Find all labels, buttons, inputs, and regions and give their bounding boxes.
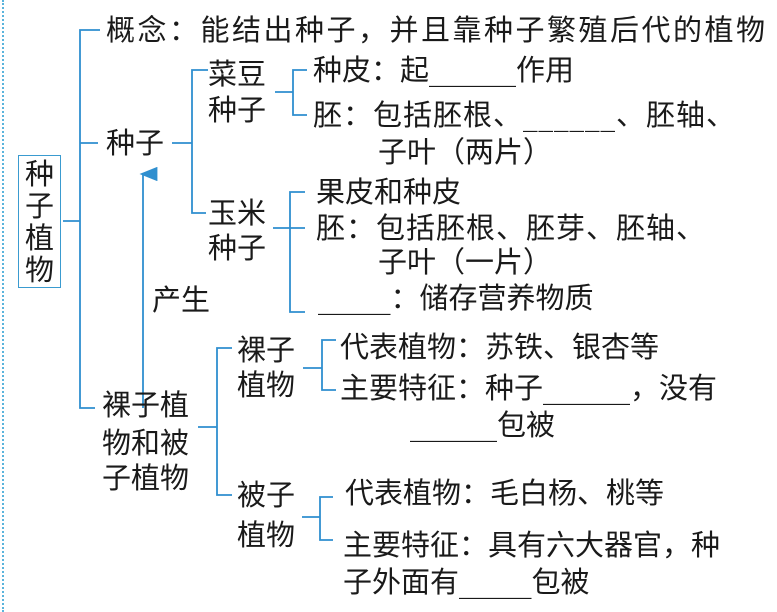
angio-examples: 代表植物：毛白杨、桃等	[345, 476, 665, 510]
angio-label-1: 被子	[237, 478, 296, 512]
plants-label-1: 裸子植	[102, 388, 190, 422]
corn-coat: 果皮和种皮	[316, 175, 462, 209]
gymno-label-2: 植物	[237, 368, 296, 402]
bean-seed-label-1: 菜豆	[208, 57, 267, 91]
angio-bracket	[302, 496, 333, 541]
corn-seed-label-2: 种子	[208, 231, 267, 265]
main-bracket	[63, 29, 100, 409]
root-char: 物	[24, 253, 54, 287]
root-char: 子	[24, 189, 54, 223]
page-border	[2, 0, 4, 612]
corn-seed-label-1: 玉米	[208, 196, 267, 230]
bean-bracket	[275, 69, 307, 116]
plants-bracket	[198, 347, 232, 496]
bean-seed-label-2: 种子	[208, 93, 267, 127]
corn-bracket	[273, 191, 305, 313]
bean-embryo-1: 胚：包括胚根、______、胚轴、	[313, 98, 737, 132]
gymno-feature-1: 主要特征：种子______，没有	[340, 371, 718, 405]
gymno-examples: 代表植物：苏铁、银杏等	[340, 330, 660, 364]
angio-feature-1: 主要特征：具有六大器官，种	[343, 528, 721, 562]
seed-label: 种子	[106, 126, 165, 160]
root-char: 植	[24, 221, 54, 255]
corn-embryo-2: 子叶（一片）	[378, 245, 553, 279]
root-seed-plants: 种 子 植 物	[18, 155, 61, 288]
seed-bracket	[172, 69, 208, 214]
bean-embryo-2: 子叶（两片）	[378, 135, 553, 169]
concept-text: 概念：能结出种子，并且靠种子繁殖后代的植物	[106, 13, 768, 47]
angio-feature-2: 子外面有_____包被	[343, 565, 590, 599]
bean-coat: 种皮：起______作用	[313, 53, 575, 87]
corn-storage: _____：储存营养物质	[318, 281, 594, 315]
gymno-bracket	[303, 339, 336, 391]
root-char: 种	[24, 157, 54, 191]
plants-label-3: 子植物	[102, 461, 190, 495]
gymno-label-1: 裸子	[237, 333, 296, 367]
angio-label-2: 植物	[237, 518, 296, 552]
plants-label-2: 物和被	[102, 426, 190, 460]
corn-embryo-1: 胚：包括胚根、胚芽、胚轴、	[316, 211, 707, 245]
gymno-feature-2: ______包被	[410, 408, 556, 442]
produce-label: 产生	[152, 283, 211, 317]
